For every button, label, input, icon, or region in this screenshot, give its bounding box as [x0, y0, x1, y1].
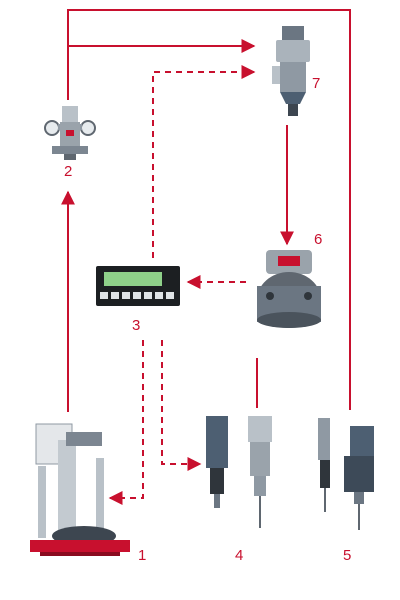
controller-display-icon: [96, 266, 180, 306]
dashed-controller-to-valve4: [161, 340, 202, 471]
flow-meter-icon: [257, 250, 321, 328]
label-number-7: 7: [312, 75, 320, 92]
dashed-controller-to-dosing: [152, 65, 256, 258]
line-regulator-top-loop: [67, 9, 351, 410]
label-number-5: 5: [343, 547, 351, 564]
label-number-3: 3: [132, 317, 140, 334]
pressure-regulator-icon: [44, 106, 96, 160]
pump-unit-icon: [30, 423, 130, 556]
label-number-4: 4: [235, 547, 243, 564]
dispensing-valves-icon: [206, 416, 272, 528]
connection-lines: [61, 9, 351, 505]
dashed-controller-to-pump: [108, 340, 144, 505]
label-number-2: 2: [64, 163, 72, 180]
dispensing-valves-pair-icon: [318, 418, 374, 530]
label-number-6: 6: [314, 231, 322, 248]
dosing-valve-icon: [272, 26, 310, 116]
label-number-1: 1: [138, 547, 146, 564]
